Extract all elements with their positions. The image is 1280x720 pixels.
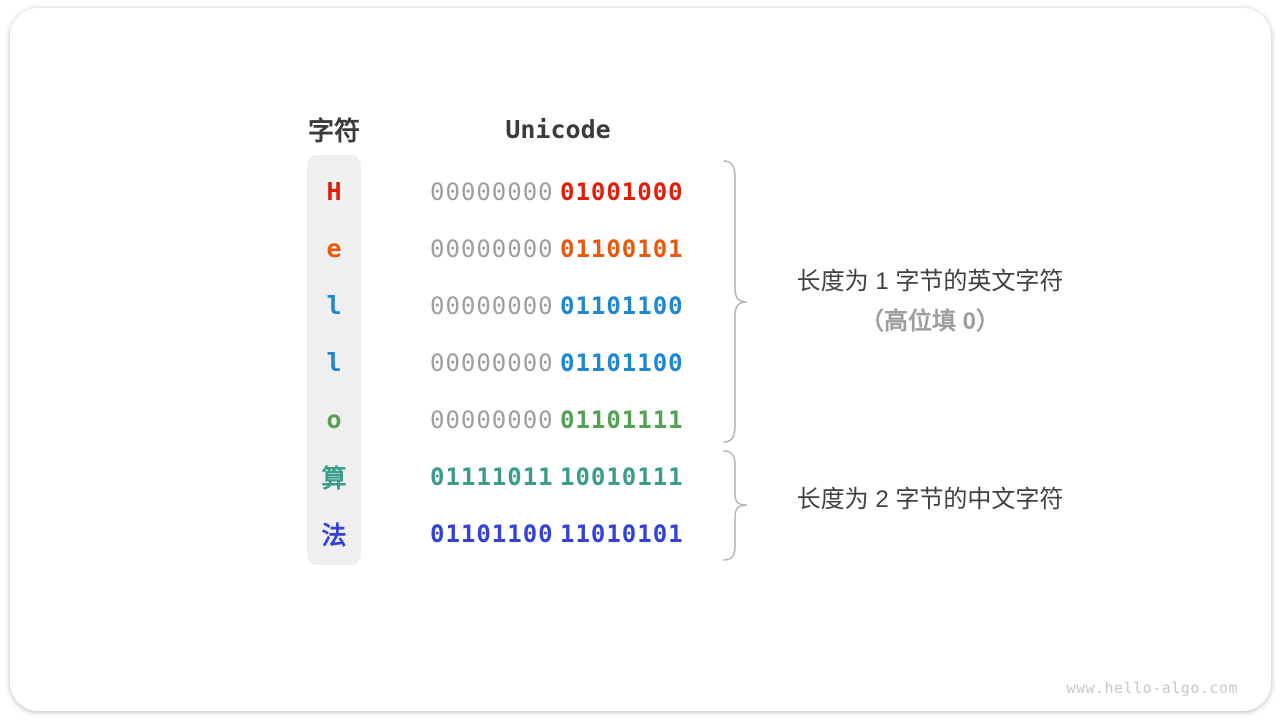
- high-byte: 00000000: [430, 348, 554, 377]
- low-byte: 01101111: [560, 405, 684, 434]
- low-byte: 01001000: [560, 177, 684, 206]
- unicode-column-header: Unicode: [505, 115, 611, 144]
- high-byte: 01111011: [430, 462, 554, 491]
- encoding-table: H 00000000 01001000 e 00000000 01100101 …: [307, 163, 707, 562]
- one-byte-brace-icon: [718, 159, 752, 444]
- character-cell: o: [326, 405, 342, 434]
- high-byte: 00000000: [430, 291, 554, 320]
- one-byte-annotation-line1: 长度为 1 字节的英文字符: [796, 268, 1064, 295]
- table-row: e 00000000 01100101: [307, 220, 707, 277]
- low-byte: 11010101: [560, 519, 684, 548]
- char-column-header: 字符: [307, 116, 360, 146]
- low-byte: 01100101: [560, 234, 684, 263]
- table-row: 法 01101100 11010101: [307, 505, 707, 562]
- character-cell: H: [326, 177, 342, 206]
- two-byte-annotation: 长度为 2 字节的中文字符: [758, 480, 1102, 520]
- high-byte: 00000000: [430, 177, 554, 206]
- character-cell: 算: [321, 463, 347, 493]
- low-byte: 01101100: [560, 348, 684, 377]
- character-column-background: [307, 155, 361, 565]
- two-byte-brace-icon: [718, 449, 752, 562]
- high-byte: 01101100: [430, 519, 554, 548]
- high-byte: 00000000: [430, 405, 554, 434]
- table-row: l 00000000 01101100: [307, 277, 707, 334]
- table-row: l 00000000 01101100: [307, 334, 707, 391]
- watermark: www.hello-algo.com: [1066, 679, 1238, 697]
- low-byte: 10010111: [560, 462, 684, 491]
- character-cell: l: [326, 291, 342, 320]
- table-row: 算 01111011 10010111: [307, 448, 707, 505]
- table-row: o 00000000 01101111: [307, 391, 707, 448]
- figure-card: [10, 8, 1271, 711]
- one-byte-annotation: 长度为 1 字节的英文字符 （高位填 0）: [758, 262, 1102, 342]
- one-byte-annotation-line2: （高位填 0）: [859, 308, 1000, 335]
- low-byte: 01101100: [560, 291, 684, 320]
- character-cell: l: [326, 348, 342, 377]
- high-byte: 00000000: [430, 234, 554, 263]
- table-row: H 00000000 01001000: [307, 163, 707, 220]
- character-cell: e: [326, 234, 342, 263]
- character-cell: 法: [321, 520, 347, 550]
- two-byte-annotation-line1: 长度为 2 字节的中文字符: [796, 486, 1064, 513]
